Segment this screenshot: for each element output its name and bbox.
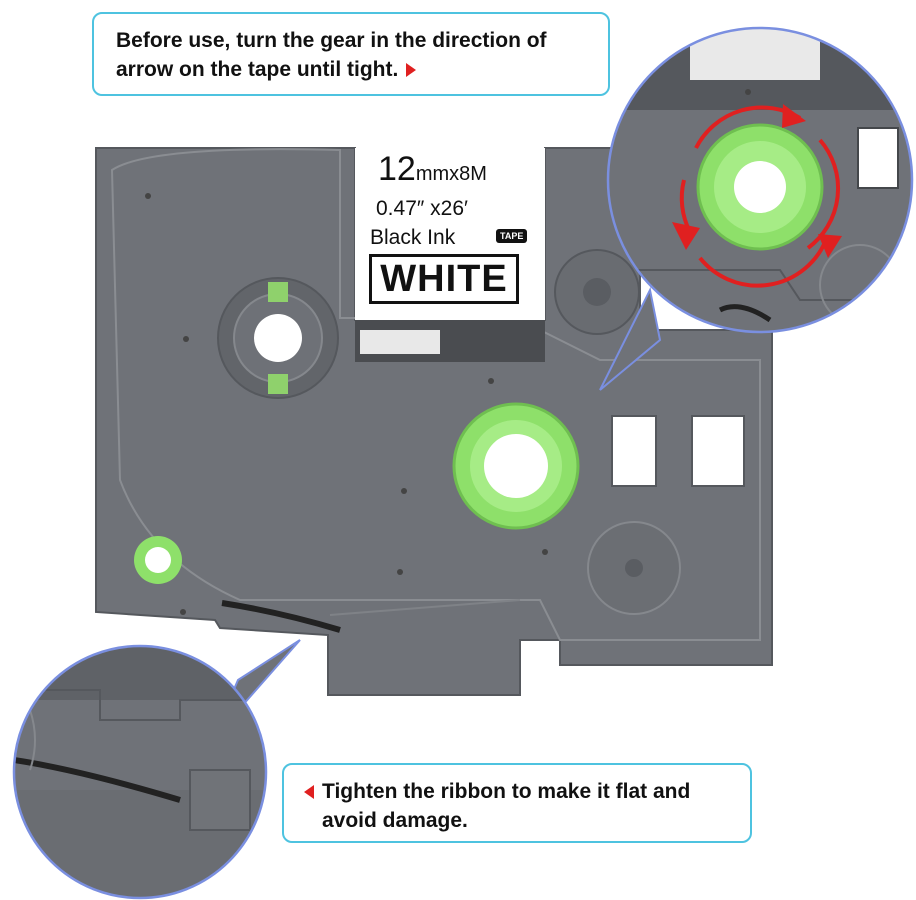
tape-length-label: 0.47″ x26′ (376, 197, 468, 220)
instruction-gear-line1: Before use, turn the gear in the directi… (116, 29, 547, 52)
tape-color-label: WHITE (369, 254, 519, 304)
instruction-ribbon-line2: avoid damage. (322, 809, 468, 832)
ink-ribbon (221, 600, 341, 633)
instruction-callout-ribbon: Tighten the ribbon to make it flat and a… (282, 763, 752, 843)
instruction-gear-line2: arrow on the tape until tight. (116, 58, 399, 81)
zoom-gear-circle (606, 26, 914, 334)
instruction-callout-gear: Before use, turn the gear in the directi… (92, 12, 610, 96)
red-triangle-right-icon (406, 63, 417, 77)
tape-badge: TAPE (496, 229, 528, 243)
tape-size-label: 12mmx8M (378, 150, 487, 188)
red-triangle-left-icon (304, 785, 314, 799)
instruction-ribbon-line1: Tighten the ribbon to make it flat and (322, 780, 691, 803)
ink-color-label: Black Ink (370, 226, 456, 249)
